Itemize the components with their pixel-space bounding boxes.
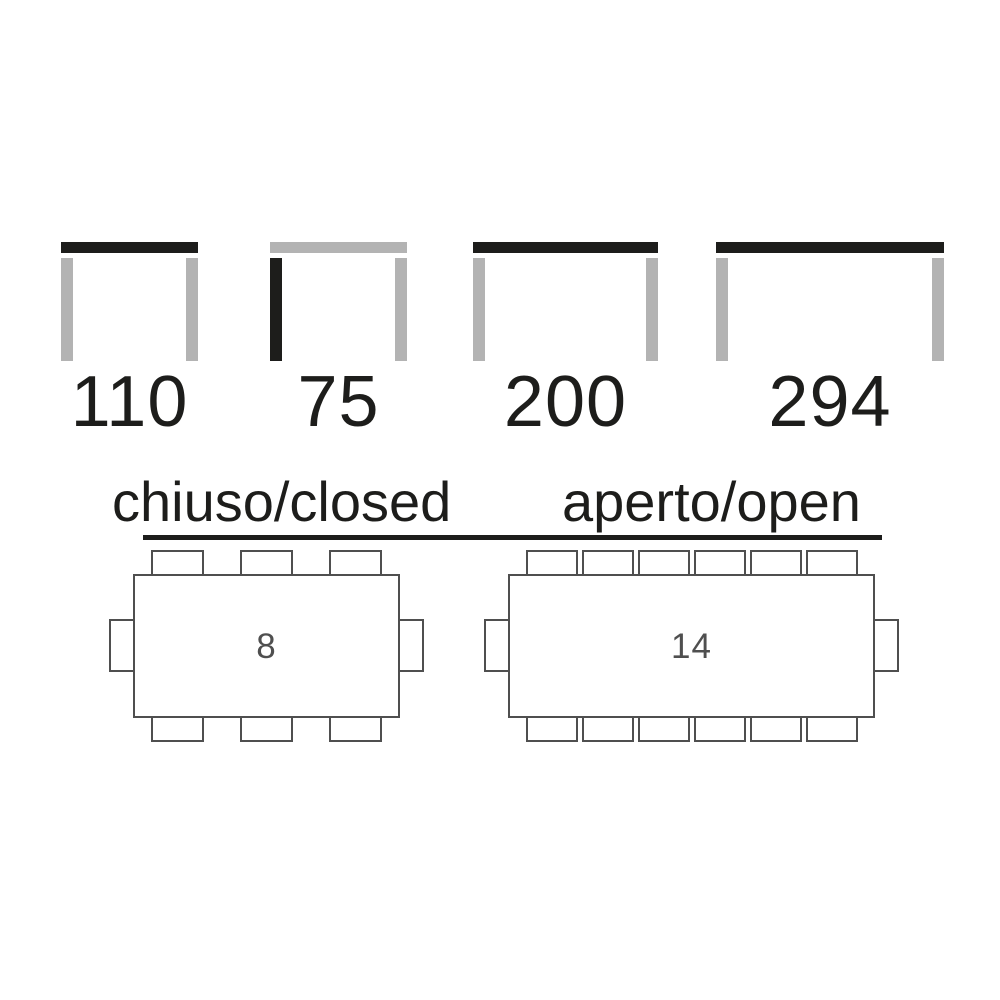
chair-icon xyxy=(525,550,578,574)
label-underline xyxy=(143,535,882,540)
chair-row-bottom xyxy=(508,718,875,742)
open-label: aperto/open xyxy=(562,470,861,533)
chair-icon xyxy=(484,619,508,672)
table-leg-left xyxy=(61,258,73,361)
chair-icon xyxy=(581,718,634,742)
chair-icon xyxy=(805,550,858,574)
table-leg-right xyxy=(646,258,658,361)
chair-icon xyxy=(400,619,424,672)
table-surface: 8 xyxy=(133,574,400,718)
chair-icon xyxy=(637,550,690,574)
chair-icon xyxy=(109,619,133,672)
chair-icon xyxy=(749,718,802,742)
chair-icon xyxy=(329,550,382,574)
chair-icon xyxy=(693,550,746,574)
tabletop-bar xyxy=(61,242,198,253)
seat-count: 8 xyxy=(256,626,277,666)
chair-icon xyxy=(329,718,382,742)
table-leg-left xyxy=(270,258,282,361)
dimension-diagram-width: 110 xyxy=(61,242,198,452)
chair-row-top xyxy=(133,550,400,574)
dimension-value: 75 xyxy=(297,362,380,442)
chair-icon xyxy=(637,718,690,742)
table-leg-left xyxy=(473,258,485,361)
chair-icon xyxy=(151,550,204,574)
chair-icon xyxy=(240,550,293,574)
dimension-value: 294 xyxy=(768,362,892,442)
table-leg-left xyxy=(716,258,728,361)
table-leg-right xyxy=(932,258,944,361)
chair-icon xyxy=(805,718,858,742)
table-surface: 14 xyxy=(508,574,875,718)
chair-icon xyxy=(581,550,634,574)
dimension-value: 110 xyxy=(70,362,189,442)
chair-row-top xyxy=(508,550,875,574)
dimension-diagram-height: 75 xyxy=(270,242,407,452)
tabletop-bar xyxy=(716,242,944,253)
dimension-value: 200 xyxy=(503,362,628,442)
chair-icon xyxy=(749,550,802,574)
seat-count: 14 xyxy=(671,626,712,666)
chair-icon xyxy=(875,619,899,672)
table-leg-right xyxy=(186,258,198,361)
chair-icon xyxy=(693,718,746,742)
dimension-diagram-length-open: 294 xyxy=(716,242,944,452)
closed-label: chiuso/closed xyxy=(112,470,452,533)
chair-icon xyxy=(151,718,204,742)
chair-row-bottom xyxy=(133,718,400,742)
table-leg-right xyxy=(395,258,407,361)
table-topview-closed: 8 xyxy=(109,550,424,742)
table-topview-open: 14 xyxy=(484,550,899,742)
dimension-diagram-length-closed: 200 xyxy=(473,242,658,452)
chair-icon xyxy=(240,718,293,742)
tabletop-bar xyxy=(473,242,658,253)
chair-icon xyxy=(525,718,578,742)
tabletop-bar xyxy=(270,242,407,253)
